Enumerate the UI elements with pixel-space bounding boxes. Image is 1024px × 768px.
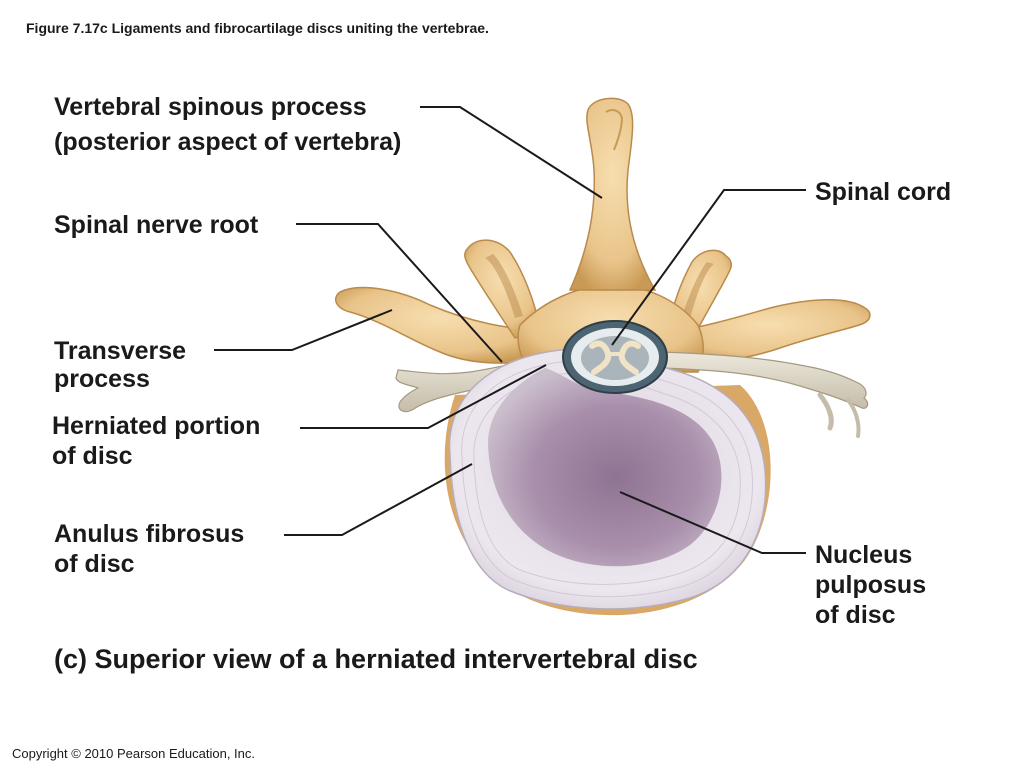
- intervertebral-disc: [448, 348, 767, 610]
- leader-spinous-process: [420, 106, 603, 199]
- leader-herniated-portion: [300, 364, 547, 429]
- label-anulus-fibrosus: Anulus fibrosus of disc: [54, 520, 245, 578]
- label-nucleus-pulposus: Nucleus pulposus of disc: [815, 541, 927, 629]
- leader-nucleus-pulposus: [619, 491, 806, 554]
- leader-spinal-cord: [611, 189, 806, 346]
- leader-lines: [214, 106, 806, 554]
- label-spinous-process: Vertebral spinous process (posterior asp…: [54, 93, 402, 156]
- label-herniated-portion: Herniated portion of disc: [52, 412, 261, 470]
- figure-caption: Figure 7.17c Ligaments and fibrocartilag…: [26, 20, 489, 36]
- leader-anulus-fibrosus: [284, 463, 473, 536]
- label-spinal-nerve-root: Spinal nerve root: [54, 211, 259, 239]
- label-spinal-cord: Spinal cord: [815, 178, 952, 206]
- label-transverse-process: Transverse process: [54, 337, 187, 393]
- leader-spinal-nerve-root: [296, 223, 503, 363]
- copyright-notice: Copyright © 2010 Pearson Education, Inc.: [12, 746, 256, 761]
- view-title: (c) Superior view of a herniated interve…: [54, 644, 698, 674]
- spinal-cord: [562, 320, 668, 394]
- leader-transverse-process: [214, 309, 393, 351]
